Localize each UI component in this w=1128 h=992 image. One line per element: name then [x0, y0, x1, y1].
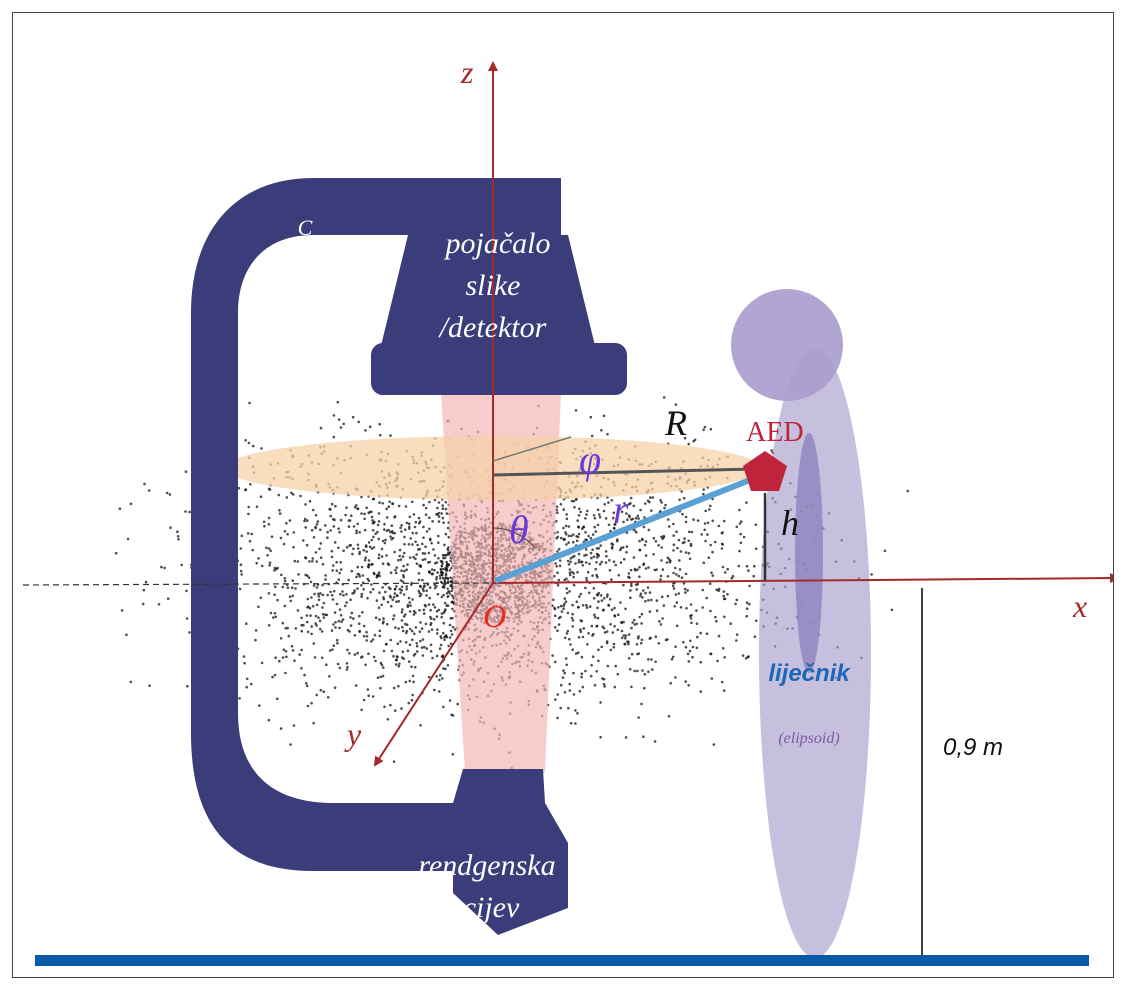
y-axis: [373, 582, 494, 767]
axis-z-label: z: [460, 54, 474, 90]
physician-label: liječnik: [768, 660, 851, 687]
origin-label: O: [483, 598, 506, 634]
detector-label-line1: pojačalo: [444, 227, 551, 260]
floor-line: [35, 955, 1089, 966]
detector: [378, 235, 598, 358]
radius-R-line: [492, 467, 756, 477]
R-label: R: [664, 403, 687, 443]
detector-label-line2: slike: [466, 269, 521, 302]
x-axis: [492, 573, 1113, 584]
xray-tube: [453, 769, 568, 935]
c-arm-label-line2: luk: [290, 255, 318, 280]
tube-label-line1: rendgenska: [418, 849, 555, 882]
r-label: r: [613, 487, 629, 532]
axes: [22, 61, 1113, 767]
physician-figure: [731, 289, 871, 958]
c-arm-label-line1: C: [298, 215, 313, 240]
c-arm: [191, 178, 627, 935]
phi-label: φ: [579, 437, 601, 482]
theta-label: θ: [509, 507, 529, 552]
aed-label: AED: [746, 417, 804, 448]
physician-arm: [795, 433, 823, 673]
detector-label-line3: /detektor: [438, 311, 547, 344]
aed-marker: [743, 451, 787, 491]
ellipsoid-label: (elipsoid): [778, 730, 839, 747]
h-label: h: [781, 503, 799, 543]
detector-base: [371, 343, 627, 395]
x-axis-negative-dashed: [22, 582, 494, 586]
phi-arc: [492, 436, 572, 462]
diagram-frame: C luk pojačalo slike /detektor rendgensk…: [12, 12, 1114, 978]
physician-head: [731, 289, 843, 401]
axis-y-label: y: [344, 716, 362, 752]
axis-x-label: x: [1072, 588, 1087, 624]
c-arm-body: [191, 178, 561, 871]
height-label: 0,9 m: [943, 734, 1003, 761]
tube-label-line2: cijev: [463, 891, 520, 924]
theta-arc: [492, 527, 536, 549]
vector-r: [493, 475, 757, 584]
diagram-canvas: C luk pojačalo slike /detektor rendgensk…: [22, 54, 1113, 966]
